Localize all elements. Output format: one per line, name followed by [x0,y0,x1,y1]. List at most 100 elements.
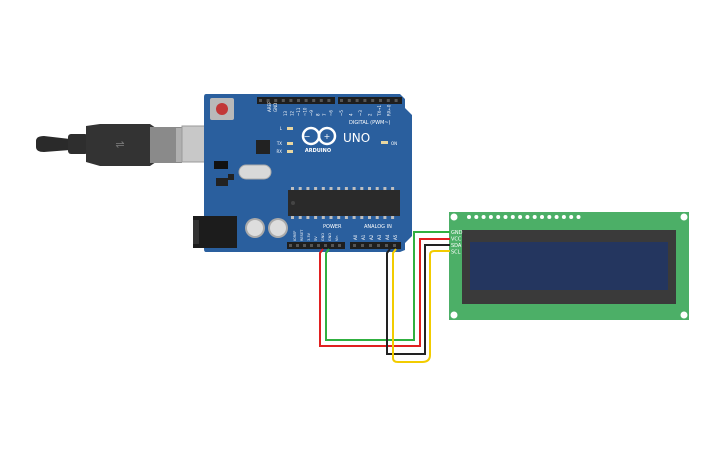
digital-header-right[interactable] [338,97,402,104]
header-pin[interactable] [385,244,388,247]
ic-pin [321,187,325,190]
lcd-header-pin[interactable] [525,215,530,219]
ic-pin [344,187,348,190]
crystal-oscillator [238,164,272,180]
header-pin[interactable] [361,244,364,247]
header-pin[interactable] [312,99,316,102]
rx-led [287,150,293,153]
ic-pin [375,187,379,190]
lcd-header-pin[interactable] [554,215,559,219]
ic-pin [344,216,348,219]
ic-pin [383,216,387,219]
lcd-header-pin[interactable] [569,215,574,219]
lcd-pin-label-scl: SCL [451,250,461,256]
ic-pin [298,216,302,219]
ic-pin [368,187,371,190]
analog-pin-label: A0 [353,234,358,240]
lcd-pin-label-gnd: GND [451,230,463,236]
header-pin[interactable] [324,244,327,247]
ic-pin [321,216,325,219]
header-pin[interactable] [281,99,285,102]
lcd-header-pin[interactable] [496,215,501,219]
l-led-label: L [280,126,283,131]
header-pin[interactable] [394,99,398,102]
ic-pin [360,216,364,219]
wire-a4-sda[interactable] [386,244,450,355]
dc-power-jack[interactable] [193,216,237,248]
wires [319,231,450,363]
digital-pin-label: ~6 [329,110,334,116]
header-pin[interactable] [274,99,278,102]
header-pin[interactable] [386,99,390,102]
header-pin[interactable] [347,99,351,102]
digital-pin-label: 4 [349,113,354,116]
ic-pin [360,187,364,190]
lcd-header-pin[interactable] [561,215,566,219]
wire-5v-vcc[interactable] [319,238,450,347]
gnd-top-label: GND [273,103,278,112]
lcd-header-pin[interactable] [474,215,479,219]
lcd-header-pin[interactable] [503,215,508,219]
header-pin[interactable] [319,99,323,102]
reset-button[interactable] [216,103,228,115]
header-pin[interactable] [331,244,334,247]
ic-pin [337,187,341,190]
header-pin[interactable] [363,99,367,102]
header-pin[interactable] [296,244,299,247]
header-pin[interactable] [310,244,313,247]
header-pin[interactable] [355,99,359,102]
analog-header[interactable] [350,242,401,249]
header-pin[interactable] [289,99,293,102]
header-pin[interactable] [393,244,396,247]
lcd-header-pin[interactable] [488,215,493,219]
lcd-header-pin[interactable] [532,215,537,219]
header-pin[interactable] [317,244,320,247]
power-pin-label: Vin [335,235,339,241]
ic-pin [337,216,341,219]
lcd-header-pin[interactable] [518,215,523,219]
tx-led [287,142,293,145]
header-pin[interactable] [303,244,306,247]
lcd-header-pin[interactable] [540,215,544,219]
digital-header-left[interactable] [257,97,335,104]
lcd-header-pin[interactable] [481,215,486,219]
power-pin-label: RESET [300,229,304,241]
digital-pin-label: 8 [316,113,321,116]
header-pin[interactable] [297,99,300,102]
lcd-header-pin[interactable] [510,215,515,219]
header-pin[interactable] [353,244,356,247]
power-pin-label: GND [321,233,325,241]
ic-pin [352,187,356,190]
header-pin[interactable] [266,99,270,102]
lcd-header-pin[interactable] [576,215,581,219]
header-pin[interactable] [377,244,380,247]
header-pin[interactable] [259,99,262,102]
lcd-pin-label-sda: SDA [451,243,462,249]
header-pin[interactable] [340,99,343,102]
header-pin[interactable] [379,99,382,102]
digital-pin-label: RX←0 [387,104,392,116]
power-header[interactable] [287,242,345,249]
wire-gnd-gnd[interactable] [325,231,450,341]
digital-pin-label: 12 [290,110,295,116]
analog-pin-label: A2 [369,234,374,240]
wire-a5-scl[interactable] [392,248,450,363]
power-chip [214,161,220,169]
power-pin-label: 3.3V [307,232,311,241]
lcd-header-pin[interactable] [547,215,552,219]
analog-header-label: ANALOG IN [364,224,392,230]
header-pin[interactable] [304,99,308,102]
digital-pin-label: 7 [322,113,327,116]
header-pin[interactable] [371,99,375,102]
header-pin[interactable] [327,99,331,102]
ic-pin [391,216,395,219]
lcd-header-pin[interactable] [467,215,471,219]
analog-pin-label: A3 [377,234,382,240]
header-pin[interactable] [369,244,372,247]
header-pin[interactable] [289,244,292,247]
tx-led-label: TX [276,141,282,146]
header-pin[interactable] [338,244,341,247]
ic-pin [352,216,356,219]
